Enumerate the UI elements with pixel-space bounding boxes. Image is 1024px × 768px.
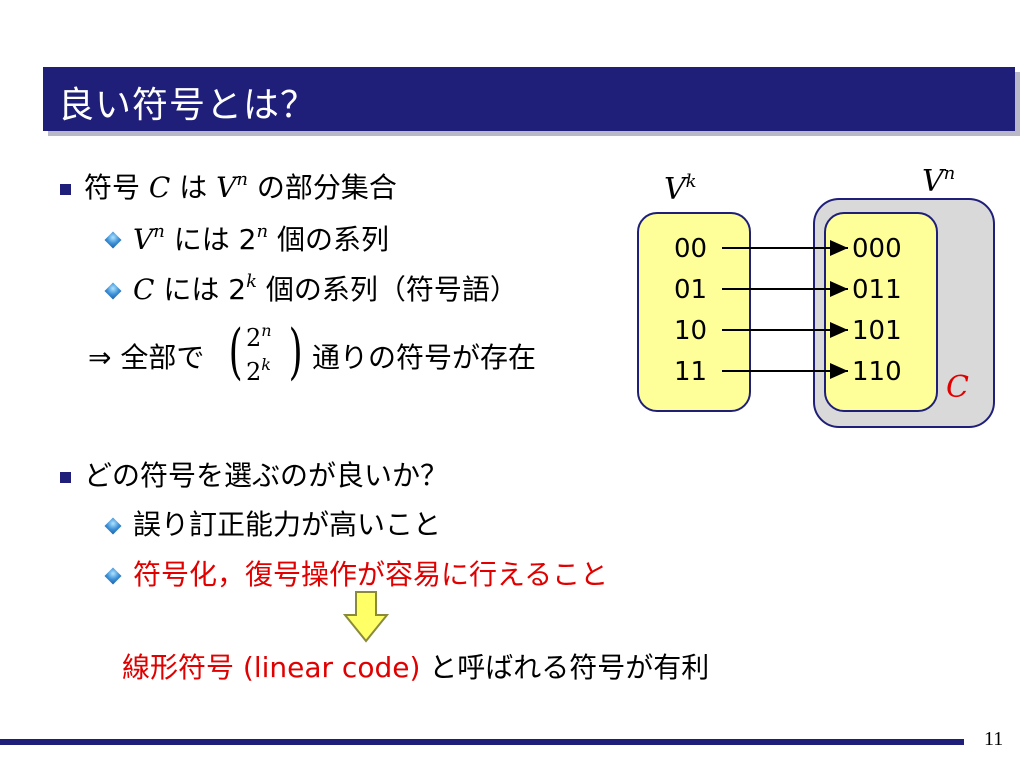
bullet-subset: 符号 C は Vn の部分集合 <box>84 169 397 204</box>
down-arrow-icon <box>343 591 389 643</box>
bullet-which-code: どの符号を選ぶのが良いか？ <box>84 459 449 492</box>
sub-easy-coding: 符号化，復号操作が容易に行えること <box>133 558 609 591</box>
linear-code-term: 線形符号 (linear code) <box>122 651 421 684</box>
vn-label: Vn <box>922 163 956 199</box>
square-bullet-icon <box>60 184 71 195</box>
conclusion: 線形符号 (linear code) と呼ばれる符号が有利 <box>122 651 710 684</box>
info-word: 10 <box>674 316 708 346</box>
left-paren: ( <box>228 317 243 387</box>
info-word: 01 <box>674 275 708 305</box>
binom-top: 2n <box>246 321 272 353</box>
codeword: 101 <box>852 316 902 346</box>
codeword: 000 <box>852 234 902 264</box>
page-number: 11 <box>984 728 1004 750</box>
footer-line <box>0 739 964 745</box>
vk-label: Vk <box>664 171 697 207</box>
vk-set-box <box>637 212 751 412</box>
info-word: 11 <box>674 357 708 387</box>
implication-suffix: 通りの符号が存在 <box>312 341 537 374</box>
title-bar <box>43 67 1015 131</box>
implication-prefix: ⇒ 全部で <box>88 341 205 374</box>
sub-error-correction: 誤り訂正能力が高いこと <box>133 508 442 541</box>
codeword: 110 <box>852 357 902 387</box>
binomial-coefficient: ( 2n 2k ) <box>228 317 303 394</box>
info-word: 00 <box>674 234 708 264</box>
codeword: 011 <box>852 275 902 305</box>
binom-bottom: 2k <box>246 355 271 387</box>
square-bullet-icon <box>60 472 71 483</box>
sub-c-count: C には 2k 個の系列（符号語） <box>133 271 518 306</box>
slide-title: 良い符号とは？ <box>58 85 318 126</box>
right-paren: ) <box>288 317 303 387</box>
implies-arrow-icon: ⇒ <box>88 341 112 374</box>
c-label: C <box>946 370 969 405</box>
sub-vn-count: Vn には 2n 個の系列 <box>133 221 389 256</box>
